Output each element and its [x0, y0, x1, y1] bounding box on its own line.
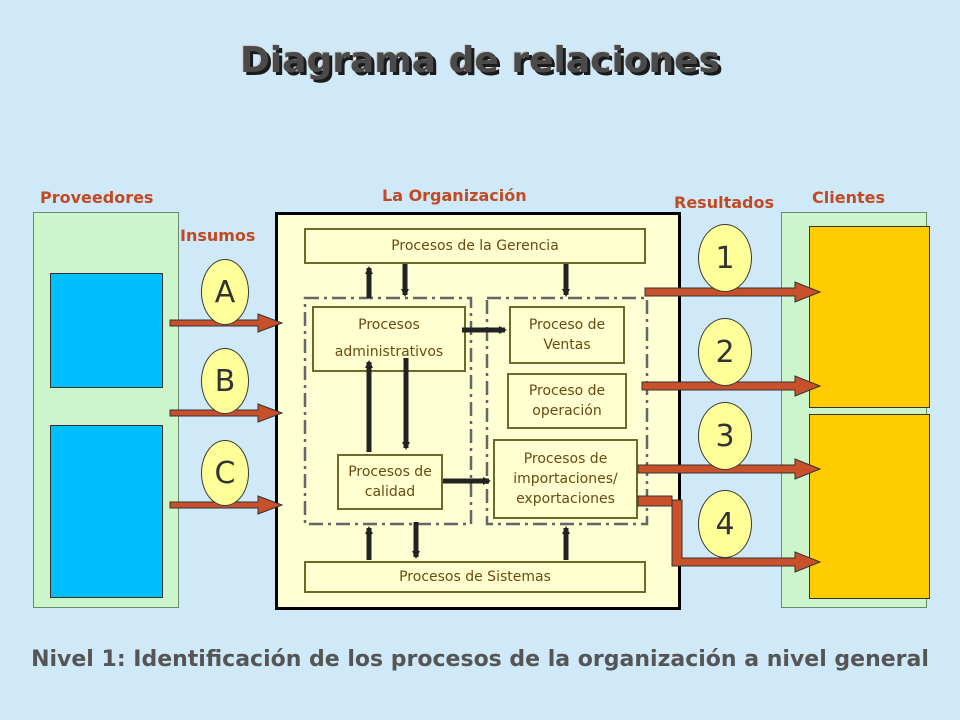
process-gerencia: Procesos de la Gerencia [304, 228, 646, 264]
input-a-label: A [214, 274, 236, 310]
output-oval-1: 1 [698, 224, 752, 292]
output-1-label: 1 [715, 240, 735, 276]
process-calidad-label: Procesos de calidad [348, 463, 432, 500]
output-4-label: 4 [715, 506, 735, 542]
process-sistemas: Procesos de Sistemas [304, 561, 646, 593]
input-b-label: B [214, 363, 236, 399]
footer-caption: Nivel 1: Identificación de los procesos … [31, 647, 929, 672]
process-administrativos: Procesos administrativos [312, 306, 466, 372]
process-gerencia-label: Procesos de la Gerencia [391, 237, 559, 254]
output-3-label: 3 [715, 418, 735, 454]
process-calidad: Procesos de calidad [337, 454, 443, 510]
header-insumos: Insumos [180, 226, 256, 245]
input-oval-b: B [201, 348, 249, 414]
process-ventas-label: Proceso de Ventas [528, 316, 606, 353]
cliente-box-2 [809, 414, 930, 599]
cliente-box-1 [809, 226, 930, 408]
header-clientes: Clientes [812, 188, 885, 207]
process-importaciones-label: Procesos de importaciones/ exportaciones [513, 450, 618, 508]
process-importaciones: Procesos de importaciones/ exportaciones [493, 439, 638, 519]
process-administrativos-line1: Procesos [358, 317, 420, 334]
output-2-label: 2 [715, 334, 735, 370]
process-ventas: Proceso de Ventas [509, 306, 625, 364]
proveedor-box-1 [50, 273, 163, 388]
header-proveedores: Proveedores [40, 188, 154, 207]
output-oval-3: 3 [698, 402, 752, 470]
header-resultados: Resultados [674, 193, 774, 212]
page-title: Diagrama de relaciones [239, 40, 721, 81]
proveedor-box-2 [50, 425, 163, 598]
process-operacion: Proceso de operación [507, 373, 627, 429]
process-operacion-label: Proceso de operación [528, 382, 606, 419]
process-sistemas-label: Procesos de Sistemas [399, 568, 551, 585]
process-administrativos-line2: administrativos [334, 344, 444, 360]
input-oval-c: C [201, 440, 249, 506]
header-organizacion: La Organización [382, 186, 527, 205]
output-oval-2: 2 [698, 318, 752, 386]
input-oval-a: A [201, 259, 249, 325]
output-oval-4: 4 [698, 490, 752, 558]
input-c-label: C [214, 455, 236, 491]
